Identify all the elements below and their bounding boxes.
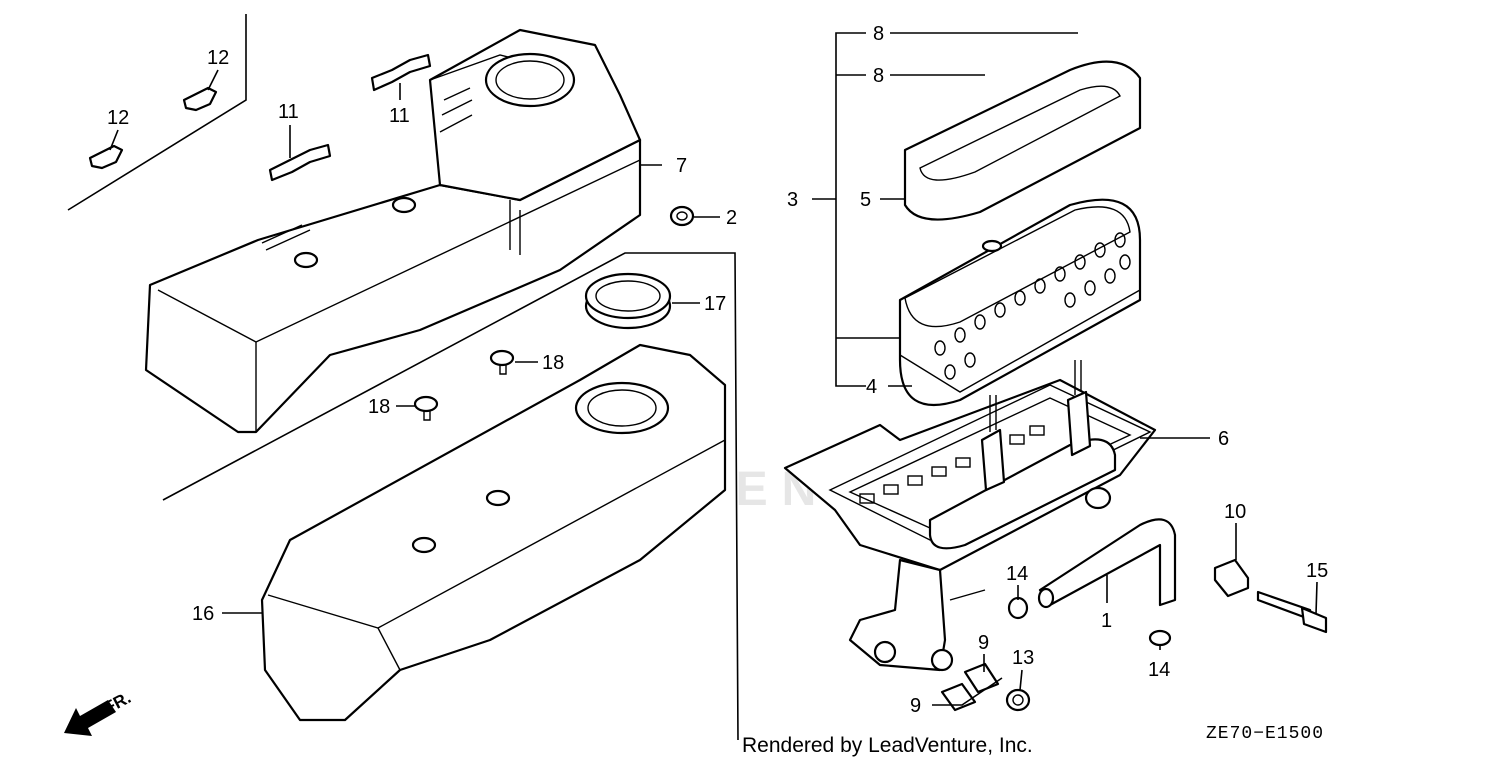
callout-2: 2	[726, 207, 737, 229]
paper-element-part	[898, 198, 1142, 407]
callout-11-upper: 11	[389, 105, 410, 127]
callout-3: 3	[787, 189, 798, 211]
callout-11-lower: 11	[278, 101, 299, 123]
elbow-bracket-part	[848, 558, 986, 672]
callout-16: 16	[192, 603, 214, 625]
callout-17: 17	[704, 293, 726, 315]
callout-12-lower: 12	[107, 107, 129, 129]
callout-14-upper: 14	[1006, 563, 1028, 585]
breather-tube-part	[1037, 518, 1177, 609]
callout-7: 7	[676, 155, 687, 177]
grommet-part	[669, 205, 695, 227]
footer-credit: Rendered by LeadVenture, Inc.	[742, 734, 1033, 757]
upper-cover-part	[144, 28, 642, 434]
callout-4: 4	[866, 376, 877, 398]
callout-9-lower: 9	[910, 695, 921, 717]
callout-15: 15	[1306, 560, 1328, 582]
callout-5: 5	[860, 189, 871, 211]
callout-12-upper: 12	[207, 47, 229, 69]
lower-cover-part	[260, 343, 727, 722]
callout-18-left: 18	[368, 396, 390, 418]
diagram-code: ZE70−E1500	[1206, 724, 1324, 744]
wing-nut-parts	[88, 53, 432, 182]
callout-9-upper: 9	[978, 632, 989, 654]
callout-10: 10	[1224, 501, 1246, 523]
callout-labels: 1 2 3 4 5 6 7 8 8 9 9 10 11 11 12 12 13 …	[107, 23, 1328, 717]
divider-lines	[67, 14, 739, 741]
callout-6: 6	[1218, 428, 1229, 450]
callout-8-middle: 8	[873, 65, 884, 87]
callout-18-right: 18	[542, 352, 564, 374]
callout-1: 1	[1101, 610, 1112, 632]
foam-element-part	[903, 60, 1142, 221]
small-hardware-parts	[940, 558, 1328, 712]
callout-14-lower: 14	[1148, 659, 1170, 681]
screw-parts	[413, 349, 515, 421]
callout-13: 13	[1012, 647, 1034, 669]
cleaner-base-part	[783, 360, 1157, 572]
leader-lines	[109, 32, 1318, 706]
front-direction-arrow: FR.	[64, 688, 134, 736]
callout-8-top: 8	[873, 23, 884, 45]
ring-seal-part	[584, 272, 672, 330]
